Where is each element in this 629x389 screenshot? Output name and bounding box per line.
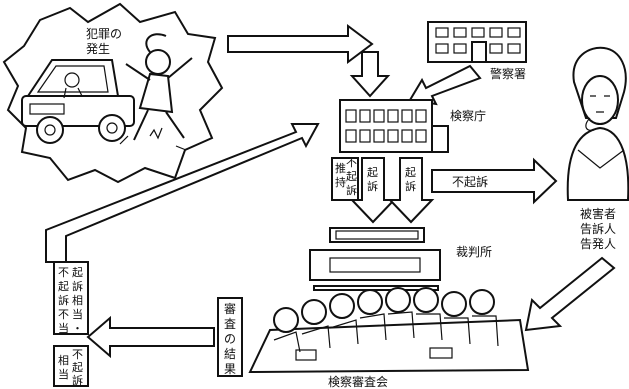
victim-person-icon [566,46,629,201]
outcome-appropriate-box [53,345,89,387]
crime-label-line2: 発生 [86,42,110,56]
non-prosecution-label: 不起訴 [452,174,488,189]
outcome-appropriate-char: 相 [58,354,69,367]
arrow-police-to-prosecutor [408,64,482,106]
outcome-prosecute-char: ・ [72,322,83,335]
car-icon [21,59,135,144]
prosecutor-label: 検察庁 [450,109,486,123]
continued-box [331,157,359,201]
outcome-prosecute-char: 当 [72,307,83,321]
arrow-non-prosecution [431,157,558,205]
arrow-prosecution-a [349,157,397,224]
victim-falling-icon [119,33,193,151]
prosecution-a-char: 起 [367,166,378,179]
police-label: 警察署 [490,66,526,81]
outcome-prosecute-char: 不 [58,266,69,279]
outcome-prosecute-char: 不 [58,308,69,321]
arrow-crime-to-prosecutor [349,51,391,98]
outcome-prosecute-char: 訴 [72,279,83,293]
continued-char: 訴 [346,183,357,197]
arrow-crime-to-police [227,24,374,64]
continued-char: 起 [346,170,357,183]
review-result-box [217,297,243,377]
continued-char: 推 [335,161,346,175]
arrow-prosecution-b [387,157,435,224]
outcome-prosecute-char: 相 [72,294,83,307]
review-result-char: 果 [224,362,236,376]
prosecution-b-char: 訴 [405,179,416,193]
review-committee-illustration [248,287,530,374]
outcome-appropriate-char: 起 [72,361,83,374]
court-building [309,227,441,291]
review-result-char: の [224,332,236,346]
outcome-prosecute-char: 起 [58,280,69,293]
prosecution-a-char: 訴 [367,179,378,193]
court-label: 裁判所 [456,245,492,259]
outcome-appropriate-char: 不 [72,348,83,361]
prosecutor-office-building [339,99,449,153]
review-result-char: 査 [224,317,236,331]
prosecution-b-char: 起 [405,166,416,179]
victim-label-line1: 被害者 [580,206,616,221]
victim-label-line3: 告発人 [580,237,616,251]
outcome-prosecute-char: 当 [58,321,69,335]
police-station-building [427,21,527,63]
review-result-char: 結 [224,347,236,361]
arrow-review-to-outcomes [86,315,215,359]
outcome-appropriate-char: 当 [58,367,69,381]
crime-label-line1: 犯罪の [86,27,122,41]
outcome-prosecute-char: 起 [72,266,83,279]
continued-char: 不 [346,156,357,169]
continued-char: 持 [335,175,346,189]
arrow-victim-to-committee [524,256,616,332]
outcome-prosecute-box [53,261,89,335]
review-result-char: 審 [224,301,236,316]
victim-label-line2: 告訴人 [580,221,616,236]
outcome-prosecute-char: 訴 [58,293,69,307]
arrow-outcome-to-prosecutor [45,123,320,263]
outcome-appropriate-char: 訴 [72,373,83,387]
committee-label: 検察審査会 [328,374,388,389]
crime-scene-illustration: 犯罪の 発生 [2,2,224,184]
